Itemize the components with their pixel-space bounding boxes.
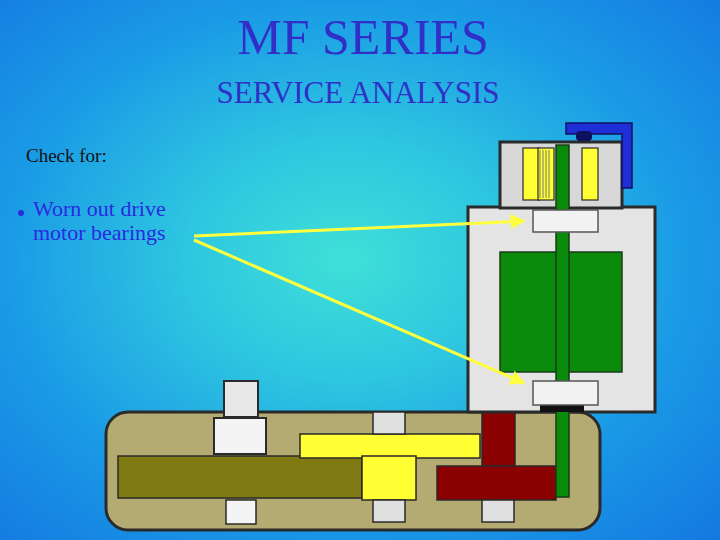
- bullet: [18, 210, 24, 216]
- piston: [118, 456, 362, 498]
- shaft: [556, 145, 569, 497]
- leader-line: [194, 240, 524, 383]
- bearing: [533, 381, 598, 405]
- subtitle: SERVICE ANALYSIS: [0, 76, 716, 110]
- bearing: [533, 210, 598, 232]
- wire-fitting: [566, 123, 632, 188]
- pin: [373, 412, 405, 434]
- yoke-block: [362, 456, 416, 500]
- brush: [538, 148, 554, 200]
- commutator-bar: [543, 150, 544, 198]
- commutator-bar: [546, 150, 547, 198]
- brush: [523, 148, 539, 200]
- title: MF SERIES: [0, 8, 720, 66]
- cam-base: [437, 466, 556, 500]
- commutator-bar: [549, 150, 550, 198]
- commutator-bar: [540, 150, 541, 198]
- pin: [482, 500, 514, 522]
- valve-lower: [226, 500, 256, 524]
- check-item: Worn out drive motor bearings: [33, 197, 205, 245]
- yoke: [300, 434, 480, 458]
- brush: [582, 148, 598, 200]
- valve: [214, 418, 266, 454]
- leader-line: [194, 221, 524, 236]
- heading-note: Check for:: [26, 146, 226, 167]
- pin: [373, 500, 405, 522]
- pump-body: [106, 412, 600, 530]
- valve-cap: [224, 381, 258, 417]
- terminal: [576, 131, 592, 141]
- cam: [482, 412, 515, 466]
